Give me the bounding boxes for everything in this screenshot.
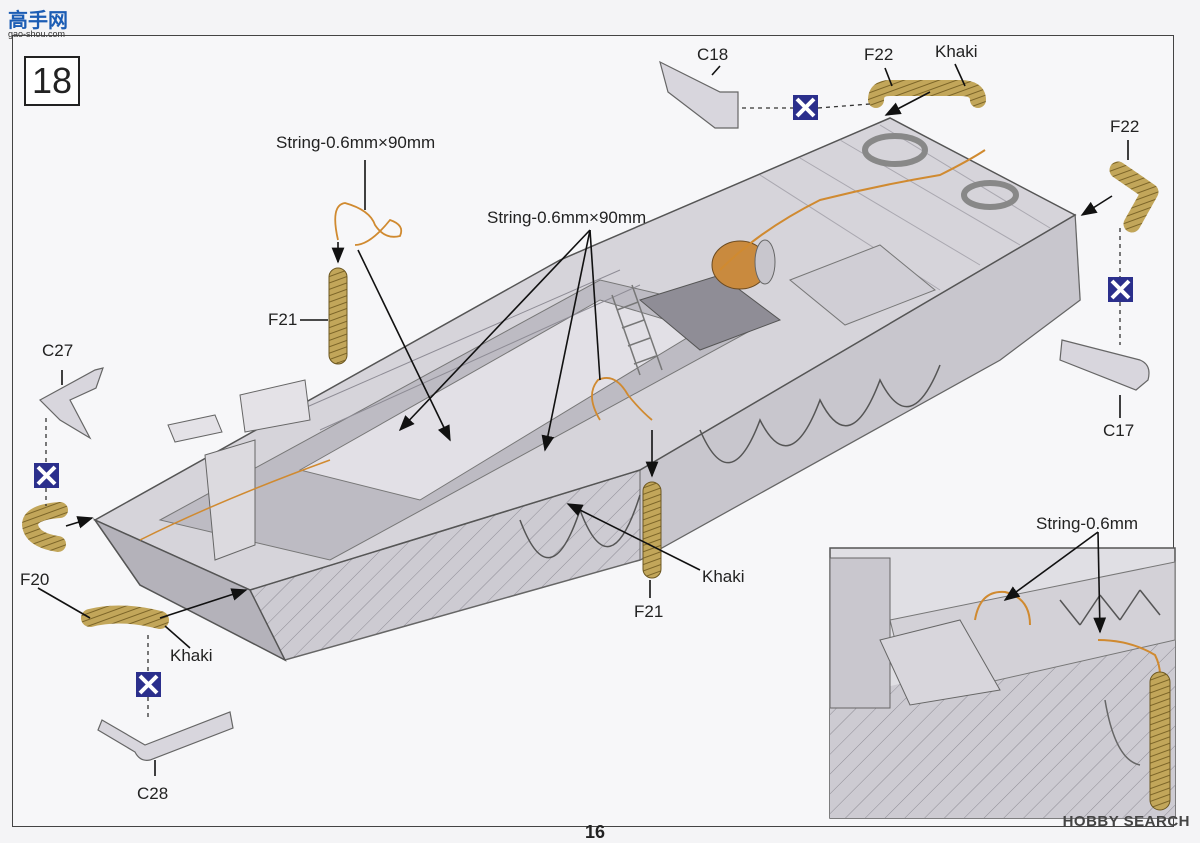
step-number: 18: [24, 56, 80, 106]
part-f20: [21, 502, 68, 552]
cement-glue-icon: [34, 463, 59, 488]
part-c27: [39, 367, 104, 440]
label-khaki-bottom: Khaki: [170, 646, 213, 665]
cement-glue-icon: [793, 95, 818, 120]
landing-craft-hull: [92, 117, 1081, 662]
label-f22-right: F22: [1110, 117, 1140, 136]
part-f22-right: [1109, 161, 1159, 233]
site-watermark: 高手网 gao-shou.com: [8, 10, 68, 39]
part-f22-top: [868, 80, 986, 108]
store-watermark: HOBBY SEARCH: [1062, 813, 1190, 830]
label-f22-top: F22: [864, 45, 894, 64]
label-c17: C17: [1103, 421, 1135, 440]
label-c28: C28: [137, 784, 169, 803]
label-f20: F20: [20, 570, 50, 589]
detail-inset: [829, 547, 1176, 819]
part-f21-center: [642, 481, 662, 579]
cement-glue-icon: [1108, 277, 1133, 302]
label-f21-center: F21: [634, 602, 664, 621]
part-c28: [97, 711, 234, 761]
label-string-left: String-0.6mm×90mm: [276, 133, 436, 152]
part-f21-left: [328, 267, 348, 365]
label-string-inset: String-0.6mm: [1036, 514, 1139, 533]
label-c18: C18: [697, 45, 729, 64]
part-fender-bottom: [81, 605, 169, 629]
string-left: [334, 202, 403, 246]
label-c27: C27: [42, 341, 74, 360]
label-string-center: String-0.6mm×90mm: [487, 208, 647, 227]
page-number: 16: [585, 822, 606, 842]
label-khaki-center: Khaki: [702, 567, 745, 586]
part-c18: [659, 60, 739, 129]
part-c17: [1059, 339, 1150, 391]
string-center: [591, 377, 653, 421]
cement-glue-icon: [136, 672, 161, 697]
label-khaki-top: Khaki: [935, 42, 978, 61]
label-f21-left: F21: [268, 310, 298, 329]
